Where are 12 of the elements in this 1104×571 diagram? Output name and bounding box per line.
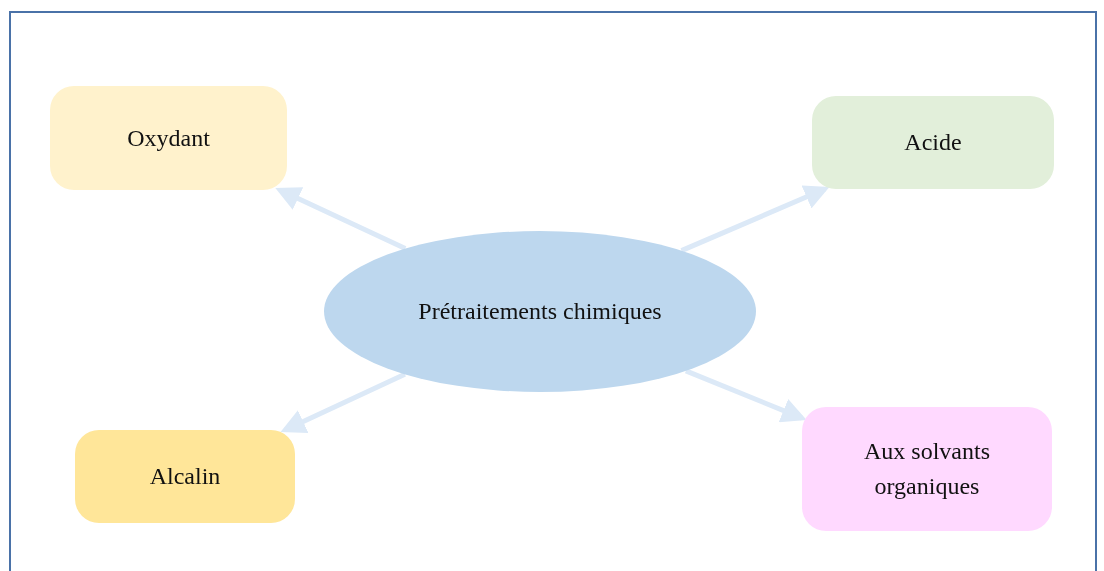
node-label: Alcalin: [149, 462, 221, 492]
category-box: [812, 96, 1054, 189]
node-label: Oxydant: [127, 123, 210, 153]
node-label: Prétraitements chimiques: [418, 297, 662, 327]
category-box: [802, 407, 1052, 531]
category-box: [50, 86, 287, 190]
node-label: Acide: [904, 128, 962, 158]
arrow: [280, 372, 406, 433]
arrow: [275, 187, 407, 251]
arrow: [680, 185, 830, 253]
category-box: [75, 430, 295, 523]
node-label: Aux solvants organiques: [863, 437, 991, 501]
